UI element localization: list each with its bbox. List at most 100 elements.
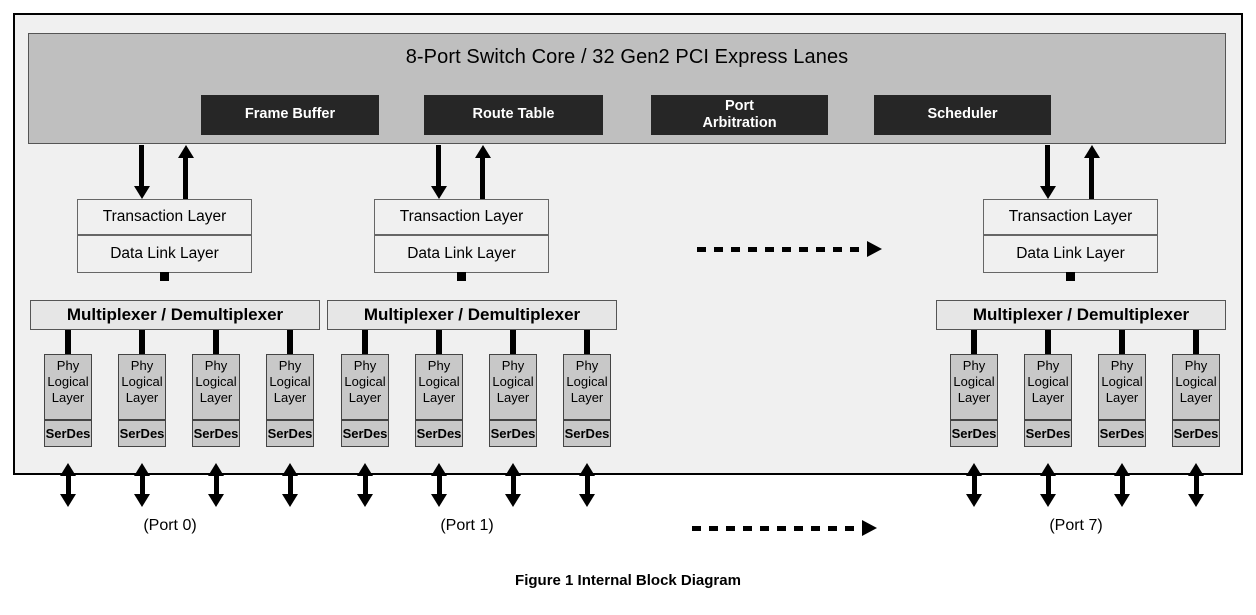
serdes-1-2: SerDes [489,420,537,447]
phy-logical-layer-1-1: Phy Logical Layer [415,354,463,420]
transaction-layer-1: Transaction Layer [374,199,549,235]
switch-core-block: 8-Port Switch Core / 32 Gen2 PCI Express… [28,33,1226,144]
phy-label-line2: Logical [1101,373,1143,389]
mux-to-phy-line-1-1 [436,330,442,354]
core-block-route-table-label: Route Table [472,106,555,123]
core-block-route-table: Route Table [424,95,603,135]
serdes-1-3: SerDes [563,420,611,447]
phy-label-line3: Layer [957,389,991,405]
phy-label-line1: Phy [962,358,986,373]
dll-to-mux-connector-0 [160,272,169,281]
phy-logical-layer-1-3: Phy Logical Layer [563,354,611,420]
serdes-7-3: SerDes [1172,420,1220,447]
core-block-frame-buffer-label: Frame Buffer [244,106,336,123]
transaction-layer-0: Transaction Layer [77,199,252,235]
phy-logical-layer-7-1: Phy Logical Layer [1024,354,1072,420]
core-block-port-arbitration: Port Arbitration [651,95,828,135]
phy-label-line1: Phy [575,358,599,373]
core-block-port-arbitration-label2: Arbitration [702,115,777,131]
phy-label-line2: Logical [1175,373,1217,389]
mux-to-phy-line-0-2 [213,330,219,354]
core-block-scheduler-label: Scheduler [927,106,998,123]
phy-label-line1: Phy [1110,358,1134,373]
port-label-0: (Port 0) [143,517,197,534]
data-link-layer-0-label: Data Link Layer [110,245,219,262]
tl-to-core-arrow-7 [1083,145,1100,158]
mux-to-phy-line-1-3 [584,330,590,354]
data-link-layer-1-label: Data Link Layer [407,245,516,262]
mux-demux-1-label: Multiplexer / Demultiplexer [363,305,581,324]
phy-label-line2: Logical [953,373,995,389]
serdes-label: SerDes [342,426,388,441]
phy-label-line1: Phy [1184,358,1208,373]
core-to-tl-arrow-7 [1039,186,1056,199]
serdes-label: SerDes [564,426,610,441]
phy-label-line3: Layer [125,389,159,405]
data-link-layer-7: Data Link Layer [983,235,1158,273]
phy-label-line3: Layer [422,389,456,405]
mux-to-phy-line-0-0 [65,330,71,354]
phy-logical-layer-1-2: Phy Logical Layer [489,354,537,420]
mux-to-phy-line-0-1 [139,330,145,354]
ellipsis-arrow-upper [697,241,882,257]
phy-logical-layer-0-2: Phy Logical Layer [192,354,240,420]
tl-to-core-arrow-0 [177,145,194,158]
phy-logical-layer-7-2: Phy Logical Layer [1098,354,1146,420]
core-block-frame-buffer: Frame Buffer [201,95,379,135]
core-block-scheduler: Scheduler [874,95,1051,135]
serdes-7-2: SerDes [1098,420,1146,447]
phy-label-line2: Logical [566,373,608,389]
mux-to-phy-line-7-1 [1045,330,1051,354]
phy-label-line1: Phy [204,358,228,373]
serdes-1-1: SerDes [415,420,463,447]
port-label-7: (Port 7) [1049,517,1103,534]
serdes-0-1: SerDes [118,420,166,447]
serdes-0-0: SerDes [44,420,92,447]
tl-to-core-line-0 [183,158,188,199]
dll-to-mux-connector-1 [457,272,466,281]
serdes-label: SerDes [951,426,997,441]
phy-label-line3: Layer [570,389,604,405]
phy-label-line3: Layer [51,389,85,405]
phy-logical-layer-7-0: Phy Logical Layer [950,354,998,420]
phy-logical-layer-7-3: Phy Logical Layer [1172,354,1220,420]
phy-label-line1: Phy [501,358,525,373]
data-link-layer-0: Data Link Layer [77,235,252,273]
phy-label-line3: Layer [348,389,382,405]
tl-to-core-arrow-1 [474,145,491,158]
mux-demux-0: Multiplexer / Demultiplexer [30,300,320,330]
data-link-layer-7-label: Data Link Layer [1016,245,1125,262]
core-to-tl-line-7 [1045,145,1050,189]
mux-to-phy-line-7-2 [1119,330,1125,354]
figure-caption: Figure 1 Internal Block Diagram [515,572,741,589]
phy-logical-layer-1-0: Phy Logical Layer [341,354,389,420]
serdes-label: SerDes [416,426,462,441]
phy-label-line1: Phy [353,358,377,373]
port-label-1: (Port 1) [440,517,494,534]
mux-demux-7-label: Multiplexer / Demultiplexer [972,305,1190,324]
serdes-7-0: SerDes [950,420,998,447]
core-to-tl-line-1 [436,145,441,189]
tl-to-core-line-7 [1089,158,1094,199]
core-to-tl-arrow-1 [430,186,447,199]
data-link-layer-1: Data Link Layer [374,235,549,273]
transaction-layer-7: Transaction Layer [983,199,1158,235]
serdes-7-1: SerDes [1024,420,1072,447]
switch-core-title: 8-Port Switch Core / 32 Gen2 PCI Express… [405,46,849,68]
phy-label-line3: Layer [496,389,530,405]
serdes-0-3: SerDes [266,420,314,447]
serdes-label: SerDes [119,426,165,441]
phy-label-line2: Logical [418,373,460,389]
phy-label-line2: Logical [121,373,163,389]
phy-label-line1: Phy [278,358,302,373]
phy-label-line1: Phy [1036,358,1060,373]
phy-label-line3: Layer [1105,389,1139,405]
phy-label-line3: Layer [1179,389,1213,405]
dll-to-mux-connector-7 [1066,272,1075,281]
core-to-tl-line-0 [139,145,144,189]
phy-label-line2: Logical [269,373,311,389]
mux-demux-1: Multiplexer / Demultiplexer [327,300,617,330]
mux-to-phy-line-1-0 [362,330,368,354]
phy-label-line2: Logical [344,373,386,389]
phy-label-line1: Phy [427,358,451,373]
